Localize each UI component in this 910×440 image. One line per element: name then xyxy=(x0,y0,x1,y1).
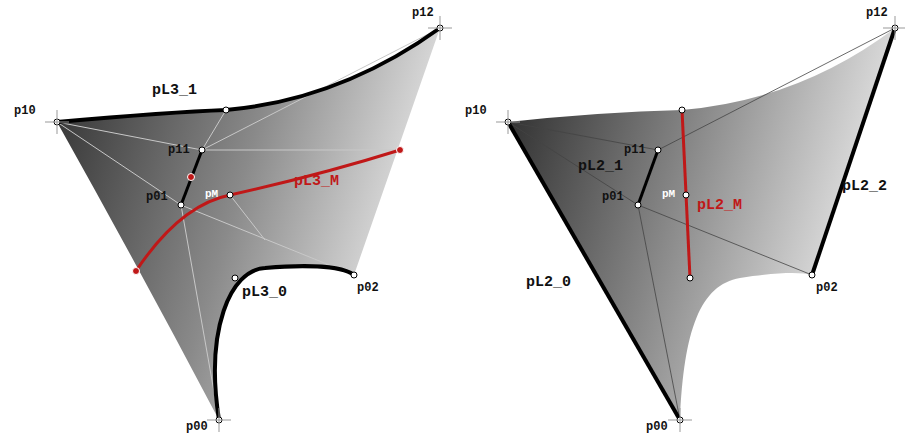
point-label: p11 xyxy=(168,143,190,157)
point-label: pL3_M xyxy=(294,173,339,190)
point-label: p10 xyxy=(14,104,36,118)
point-label: pM xyxy=(662,187,675,201)
point-label: p00 xyxy=(646,420,668,434)
point-label: p12 xyxy=(412,6,434,20)
point-label: p11 xyxy=(624,143,646,157)
point-label: p10 xyxy=(465,104,487,118)
point-label: pL2_1 xyxy=(578,158,623,175)
point-label: p02 xyxy=(816,281,838,295)
point-label: pL2_2 xyxy=(842,178,887,195)
point-label: p01 xyxy=(146,190,168,204)
point-label: pL2_M xyxy=(697,197,742,214)
point-label: p01 xyxy=(602,190,624,204)
point-label: pM xyxy=(205,187,218,201)
point-label: pL3_1 xyxy=(152,82,197,99)
point-label: pL2_0 xyxy=(526,274,571,291)
point-label: p12 xyxy=(866,6,888,20)
point-label: p00 xyxy=(186,420,208,434)
point-label: p02 xyxy=(357,281,379,295)
point-label: pL3_0 xyxy=(242,284,287,301)
